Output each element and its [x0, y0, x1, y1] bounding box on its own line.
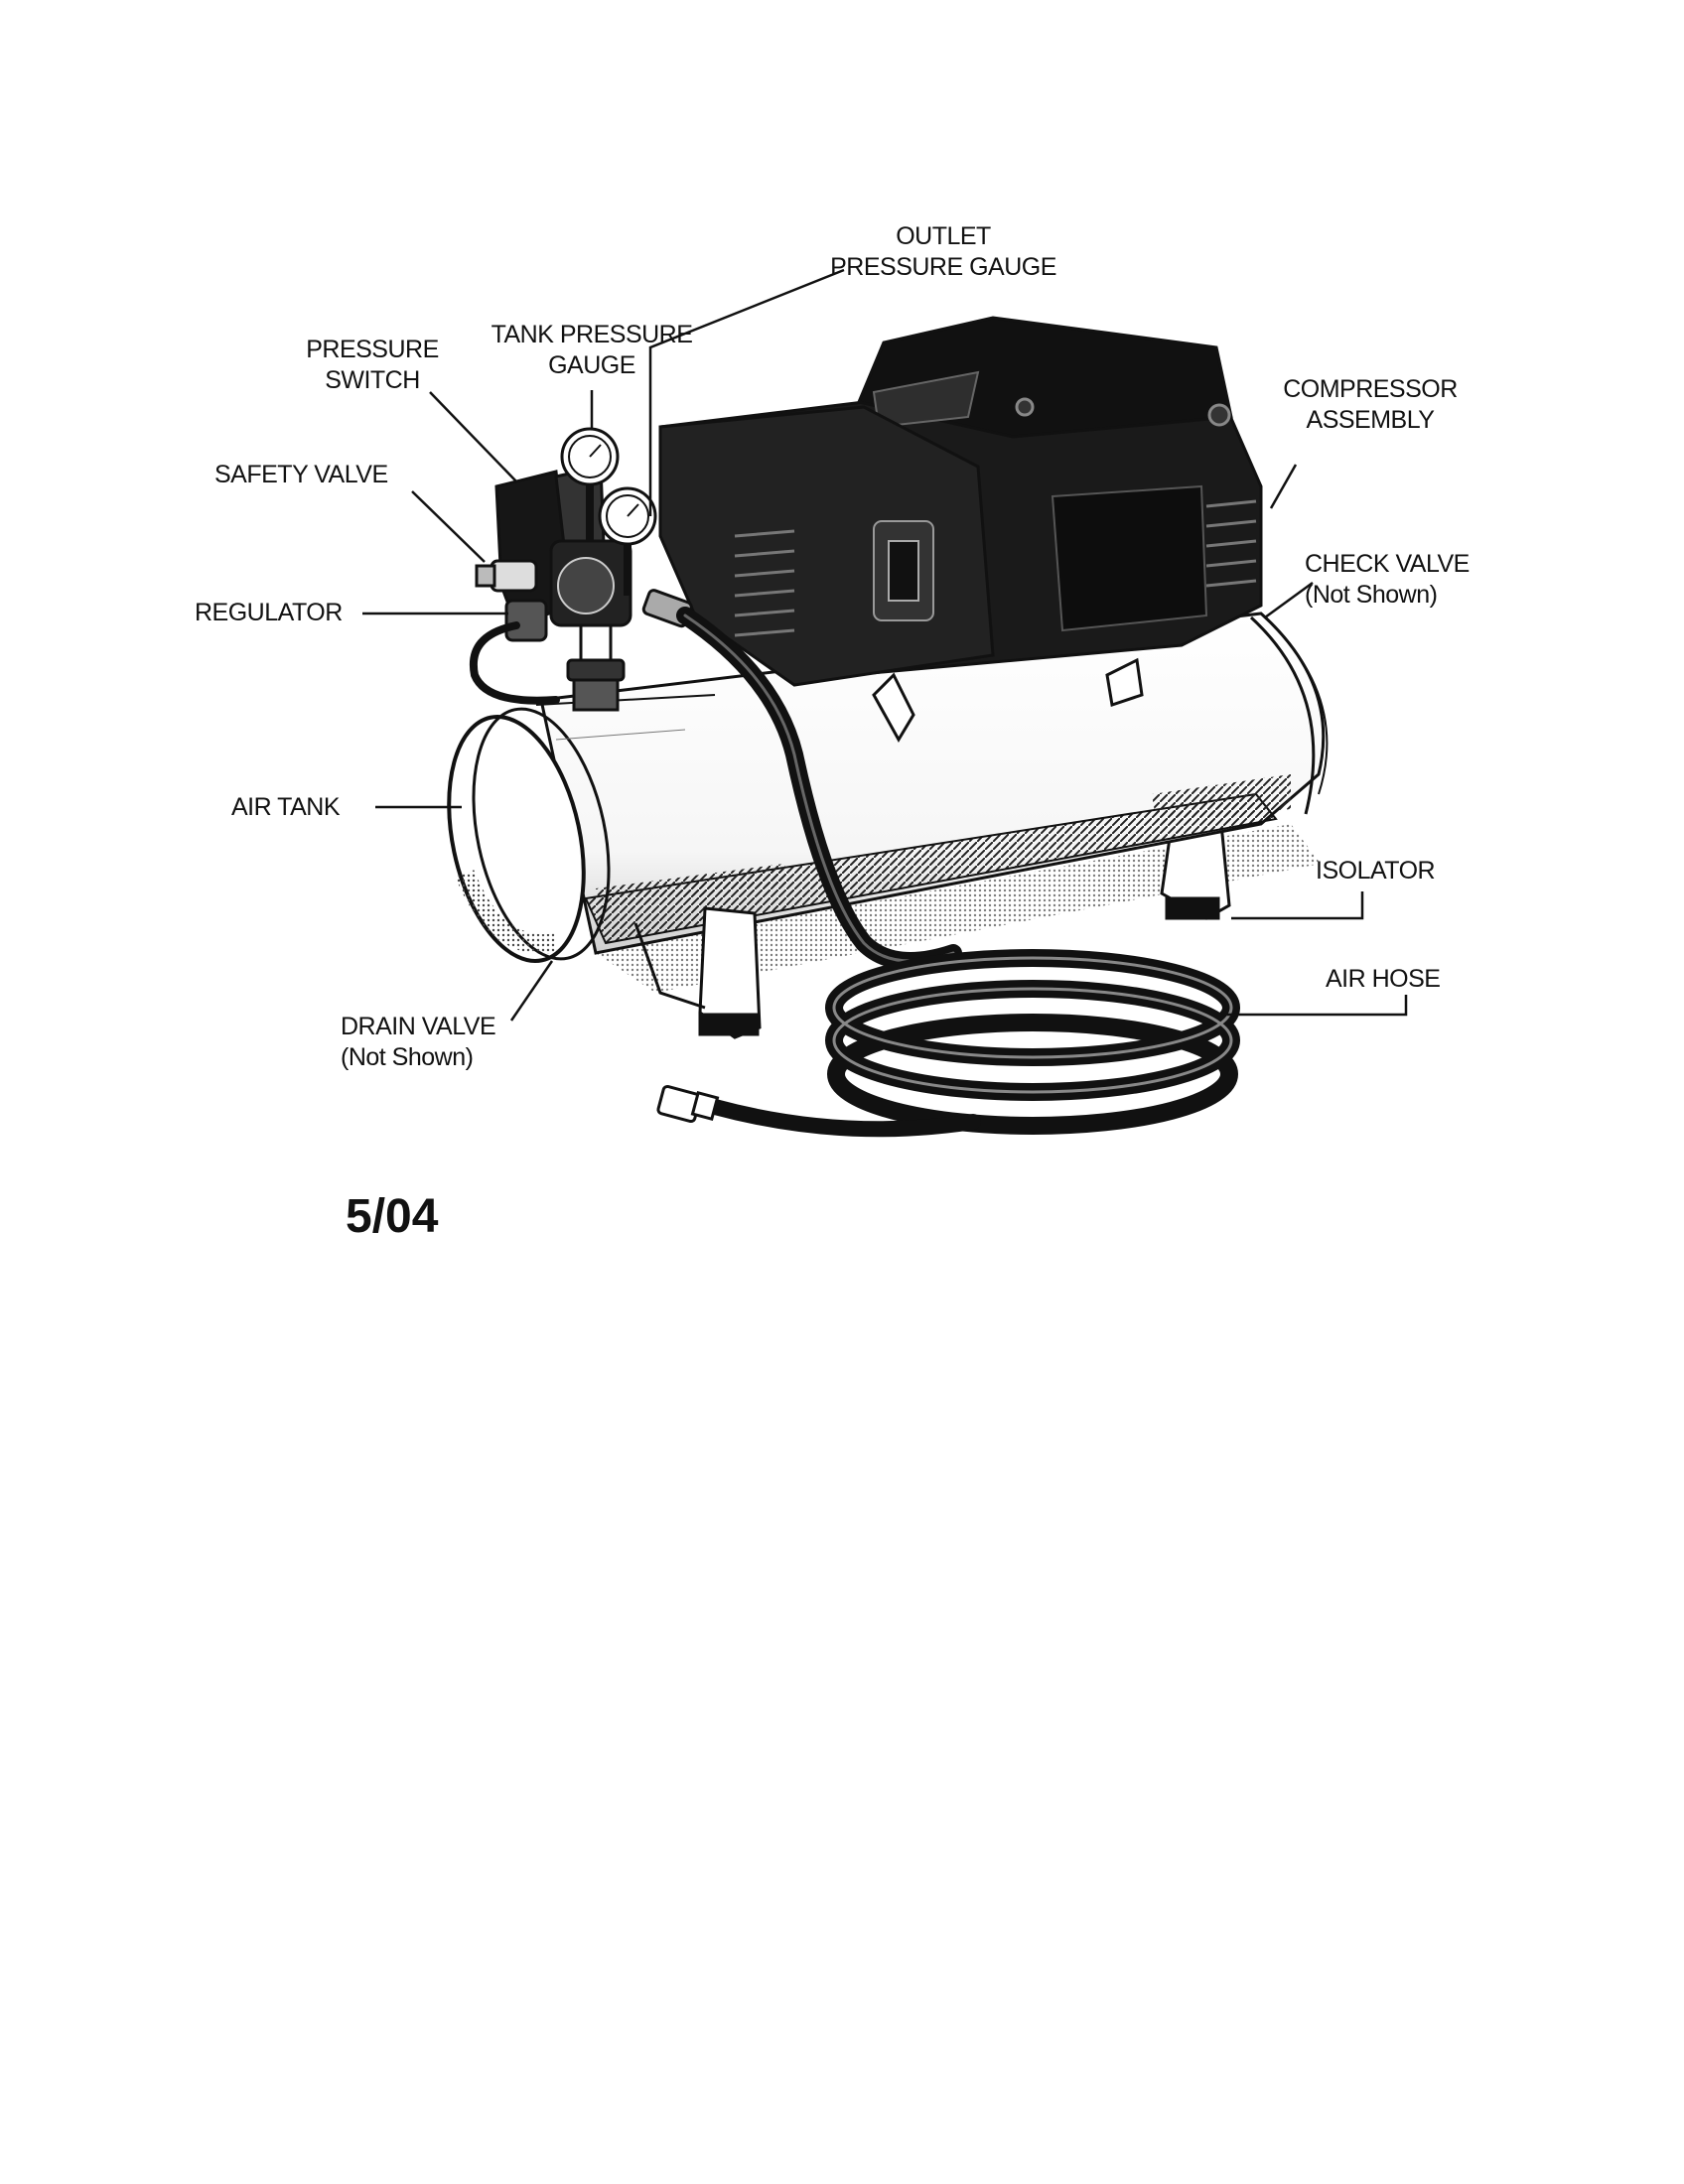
label-line: COMPRESSOR — [1283, 375, 1458, 403]
leader-lines — [362, 268, 1408, 1022]
label-safety-valve: SAFETY VALVE — [214, 461, 388, 488]
manifold — [475, 427, 693, 712]
label-line: ASSEMBLY — [1306, 406, 1435, 434]
label-line: SWITCH — [325, 366, 420, 394]
label-line: PRESSURE — [306, 336, 439, 363]
label-line: CHECK VALVE — [1305, 550, 1470, 578]
label-line: TANK PRESSURE — [491, 321, 693, 348]
label-outlet-pressure-gauge: OUTLET PRESSURE GAUGE — [824, 221, 1062, 283]
label-tank-pressure-gauge: TANK PRESSURE GAUGE — [483, 320, 701, 381]
front-foot — [633, 896, 1220, 1039]
hose-fitting — [656, 1084, 720, 1124]
label-regulator: REGULATOR — [195, 599, 343, 626]
label-air-hose: AIR HOSE — [1326, 965, 1441, 993]
air-hose — [469, 607, 1240, 1138]
label-line: (Not Shown) — [341, 1043, 474, 1071]
label-line: PRESSURE GAUGE — [830, 253, 1056, 281]
label-check-valve: CHECK VALVE (Not Shown) — [1305, 549, 1470, 611]
label-line: OUTLET — [896, 222, 991, 250]
label-isolator: ISOLATOR — [1316, 857, 1436, 885]
label-pressure-switch: PRESSURE SWITCH — [288, 335, 457, 396]
label-air-tank: AIR TANK — [231, 793, 341, 821]
label-drain-valve: DRAIN VALVE (Not Shown) — [341, 1012, 496, 1073]
label-line: (Not Shown) — [1305, 581, 1438, 609]
ground-shadow — [596, 824, 1321, 993]
label-line: GAUGE — [548, 351, 635, 379]
label-compressor-assembly: COMPRESSOR ASSEMBLY — [1266, 374, 1474, 436]
compressor-body — [658, 316, 1263, 743]
date-code: 5/04 — [346, 1190, 439, 1243]
label-line: DRAIN VALVE — [341, 1013, 496, 1040]
